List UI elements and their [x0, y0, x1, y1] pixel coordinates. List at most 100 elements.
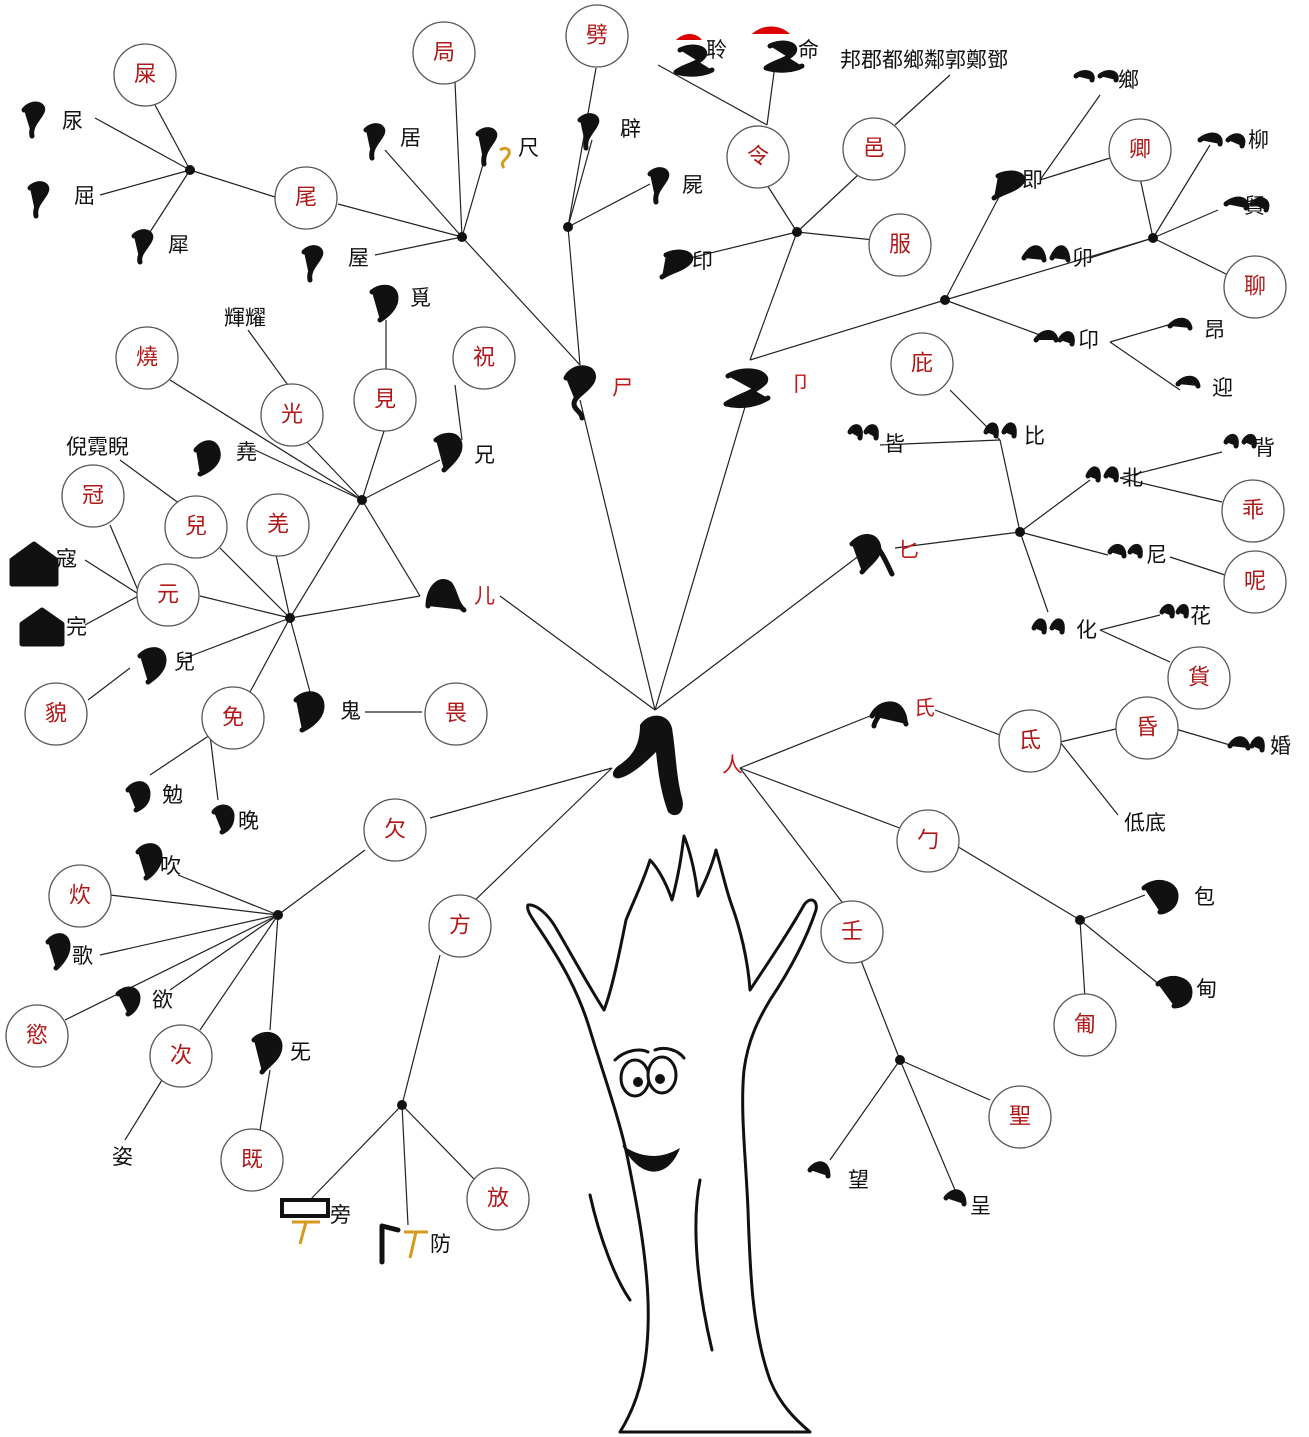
fang-mark-icon [404, 1230, 428, 1259]
dian-glyph-icon [1155, 975, 1193, 1009]
circle-node-er-10[interactable]: 畏 [424, 682, 488, 746]
branch-label-er: 儿 [474, 584, 495, 608]
char-label-shi2-1: 低底 [1124, 811, 1166, 835]
branch-shi2[interactable]: 氏 [869, 696, 935, 729]
branch-bi[interactable]: 匕 [849, 534, 919, 577]
circle-outline [428, 894, 492, 958]
circle-node-shi-2[interactable]: 局 [412, 21, 476, 85]
circle-outline [1223, 255, 1287, 319]
bei-glyph-icon [1085, 466, 1119, 483]
circle-node-ting-1[interactable]: 聖 [988, 1085, 1052, 1149]
char-label-er-0: 輝耀 [224, 306, 266, 330]
circle-label: 方 [449, 914, 471, 939]
branch-label-bi: 匕 [898, 538, 919, 562]
branch-jie[interactable]: 卩 [723, 368, 811, 409]
circle-node-er-0[interactable]: 燒 [115, 326, 179, 390]
circle-node-er-2[interactable]: 見 [353, 368, 417, 432]
char-label-bi-0: 皆 [884, 432, 905, 456]
circle-node-qian-0[interactable]: 炊 [48, 864, 112, 928]
circle-label: 服 [889, 233, 911, 258]
circle-node-bi-2[interactable]: 呢 [1223, 550, 1287, 614]
circle-outline [890, 332, 954, 396]
pang-mark-icon [292, 1220, 320, 1245]
circle-node-fang-0[interactable]: 方 [428, 894, 492, 958]
char-label-bi-1: 比 [1024, 424, 1045, 448]
circle-node-shi-1[interactable]: 尾 [274, 166, 338, 230]
circle-node-shi-3[interactable]: 劈 [565, 4, 629, 68]
circle-node-jie-0[interactable]: 令 [726, 125, 790, 189]
branch-label-jie: 卩 [790, 372, 811, 396]
chi-mark-icon [499, 146, 511, 169]
circle-outline [246, 493, 310, 557]
circle-node-er-1[interactable]: 光 [260, 383, 324, 447]
circle-node-bao-1[interactable]: 匍 [1053, 993, 1117, 1057]
circle-node-shi-0[interactable]: 屎 [113, 43, 177, 107]
circle-outline [820, 900, 884, 964]
circle-outline [363, 798, 427, 862]
char-label-bao-0: 包 [1194, 885, 1215, 909]
branch-shi[interactable]: 尸 [563, 365, 633, 421]
circle-node-ting-0[interactable]: 壬 [820, 900, 884, 964]
char-label-ting-1: 呈 [970, 1194, 991, 1218]
char-label-jie-1: 命 [798, 38, 819, 62]
char-label-shi-0: 尿 [62, 109, 83, 133]
er-glyph-icon [425, 579, 467, 613]
circle-node-er-7[interactable]: 元 [136, 563, 200, 627]
circle-node-bi-1[interactable]: 乖 [1221, 479, 1285, 543]
ge-glyph-icon [45, 933, 71, 971]
jie-all-glyph-icon [847, 424, 879, 441]
circle-outline [896, 809, 960, 873]
kou-glyph-icon [9, 541, 59, 587]
circle-node-er-4[interactable]: 冠 [61, 464, 125, 528]
circle-node-er-3[interactable]: 祝 [452, 326, 516, 390]
circle-node-bi-3[interactable]: 貨 [1167, 646, 1231, 710]
circle-node-jie-3[interactable]: 卿 [1108, 118, 1172, 182]
branch-node-qian[interactable]: 欠 [363, 798, 427, 862]
circle-node-shi2-1[interactable]: 昏 [1115, 696, 1179, 760]
wu-glyph-icon [301, 245, 324, 283]
char-label-shi-5: 尺 [518, 136, 539, 160]
ni-glyph-icon [1107, 544, 1143, 559]
circle-node-bi-0[interactable]: 庇 [890, 332, 954, 396]
circle-node-jie-4[interactable]: 聊 [1223, 255, 1287, 319]
circle-node-jie-2[interactable]: 服 [868, 213, 932, 277]
circle-label: 免 [222, 706, 244, 731]
pi-glyph-icon [577, 113, 600, 151]
bi2-glyph-icon [983, 422, 1017, 439]
circle-node-er-5[interactable]: 兒 [164, 495, 228, 559]
circle-node-fang-1[interactable]: 放 [466, 1167, 530, 1231]
yin-glyph-icon [659, 249, 694, 280]
char-label-shi-2: 犀 [168, 233, 189, 257]
char-label-qian-4: 旡 [290, 1040, 311, 1064]
root-node[interactable]: 人 [612, 715, 743, 816]
circle-outline [998, 709, 1062, 773]
circle-node-er-8[interactable]: 貌 [24, 682, 88, 746]
circle-outline [1053, 993, 1117, 1057]
circle-node-qian-3[interactable]: 既 [220, 1128, 284, 1192]
circle-label: 元 [157, 583, 179, 608]
circle-node-er-9[interactable]: 免 [201, 686, 265, 750]
char-label-bi-6: 花 [1190, 604, 1211, 628]
circle-node-jie-1[interactable]: 邑 [842, 117, 906, 181]
ji2-glyph-icon [251, 1031, 283, 1075]
branch-er[interactable]: 儿 [425, 579, 495, 613]
char-label-er-6: 完 [66, 615, 87, 639]
root-label: 人 [722, 753, 743, 777]
circle-node-bao-0[interactable]: 勹 [896, 809, 960, 873]
niao-glyph-icon [21, 101, 46, 139]
xiong-glyph-icon [433, 432, 463, 473]
circle-outline [1167, 646, 1231, 710]
char-label-bi-5: 化 [1076, 618, 1097, 642]
circle-node-shi2-0[interactable]: 氐 [998, 709, 1062, 773]
char-label-er-1: 覓 [410, 286, 431, 310]
circle-node-er-6[interactable]: 羌 [246, 493, 310, 557]
chui-glyph-icon [135, 843, 163, 881]
tree-links [64, 64, 1231, 1226]
circle-node-qian-1[interactable]: 慾 [5, 1004, 69, 1068]
mao2-glyph-icon [1021, 245, 1071, 263]
char-label-er-8: 鬼 [340, 699, 361, 723]
circle-outline [48, 864, 112, 928]
circle-label: 勹 [917, 829, 939, 854]
circle-node-qian-2[interactable]: 次 [149, 1024, 213, 1088]
char-label-jie-5: 柳 [1248, 128, 1269, 152]
